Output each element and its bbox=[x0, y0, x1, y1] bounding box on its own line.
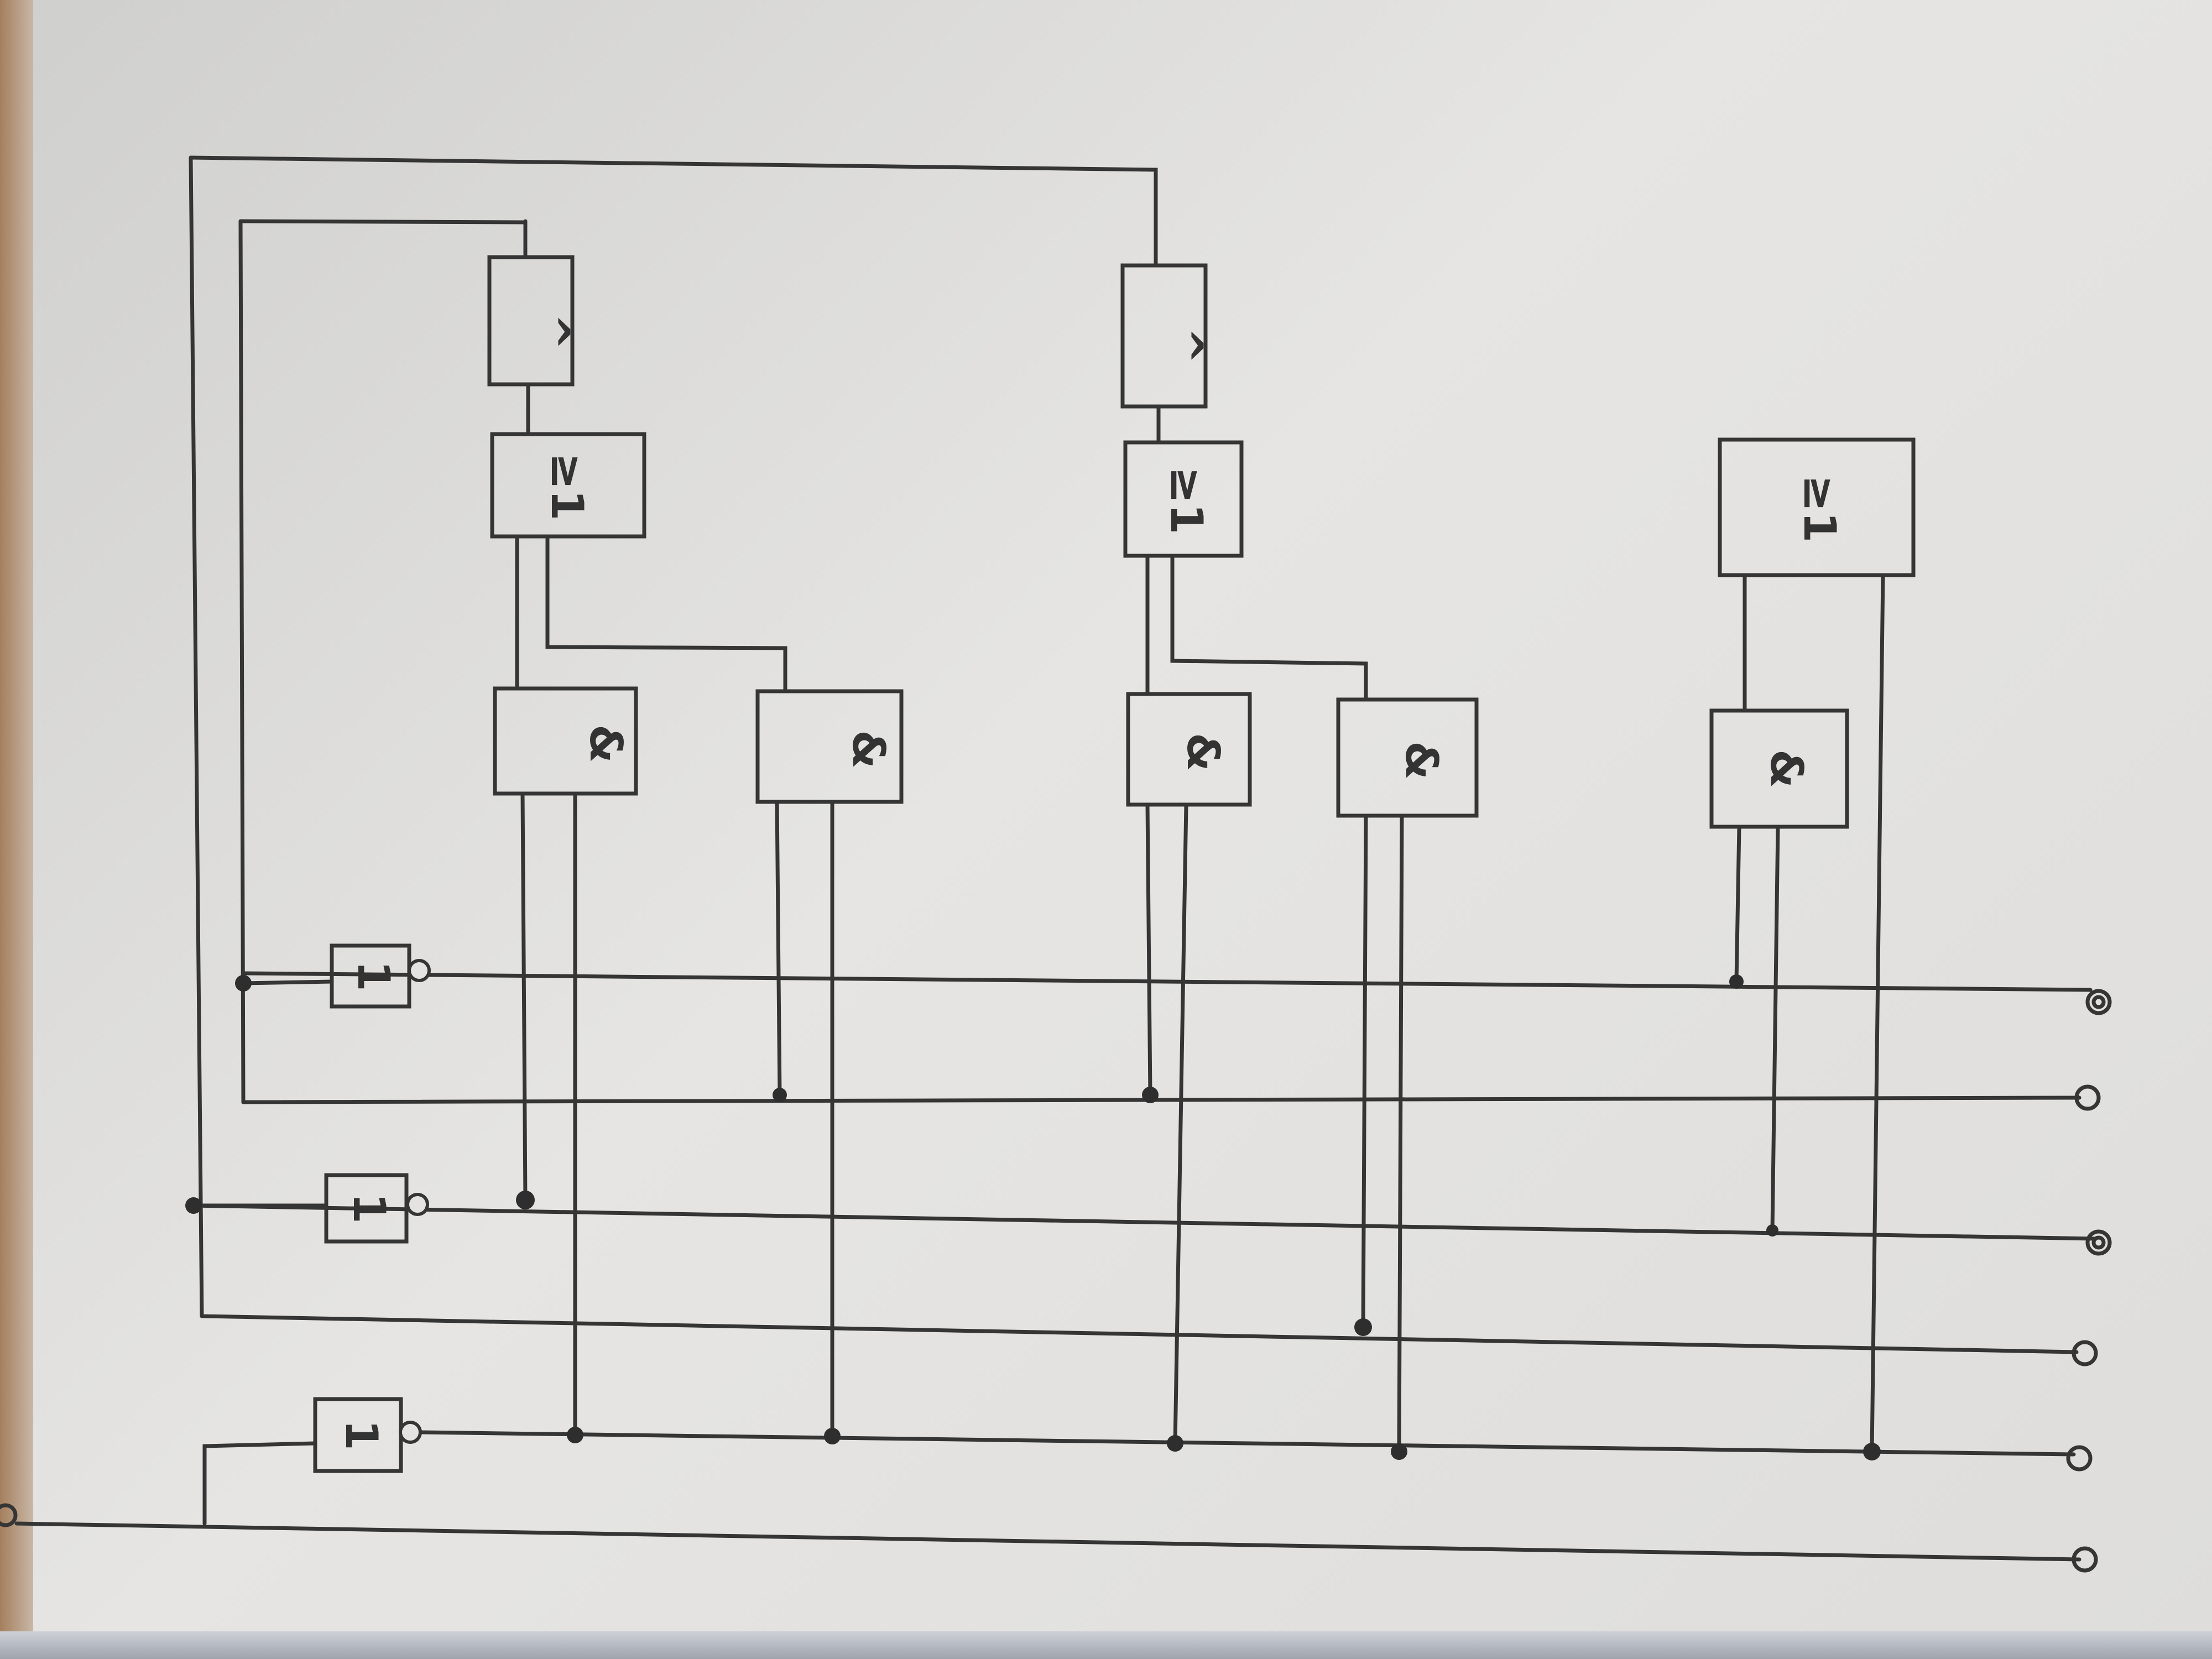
junction-1 bbox=[235, 975, 252, 992]
not-gate-1-bubble bbox=[408, 959, 431, 982]
wire-and3-b bbox=[1173, 802, 1188, 1446]
input-line-1 bbox=[241, 971, 2093, 992]
feedback-inner bbox=[238, 219, 528, 259]
junction-7 bbox=[1766, 1224, 1778, 1237]
terminal-4[interactable] bbox=[2072, 1340, 2098, 1366]
terminal-5[interactable] bbox=[2066, 1445, 2093, 1472]
and-gate-3-label: & bbox=[1177, 733, 1229, 771]
input-1-stub bbox=[241, 979, 334, 985]
and-gate-2[interactable] bbox=[755, 689, 904, 804]
junction-5 bbox=[1142, 1087, 1159, 1103]
and-gate-4-label: & bbox=[1396, 741, 1447, 780]
terminal-left[interactable] bbox=[0, 1503, 18, 1527]
and-gate-2-label: & bbox=[843, 730, 894, 769]
input-line-6 bbox=[14, 1521, 2081, 1562]
junction-13 bbox=[1863, 1443, 1881, 1460]
wire-or3-right bbox=[1870, 573, 1885, 1454]
junction-9 bbox=[567, 1427, 583, 1443]
wire-and3-a bbox=[1145, 802, 1152, 1097]
and-gate-3[interactable] bbox=[1126, 692, 1252, 807]
not-gate-2-bubble bbox=[406, 1193, 429, 1216]
wire-and2-a bbox=[775, 800, 782, 1097]
junction-4 bbox=[773, 1088, 787, 1102]
and-gate-1[interactable] bbox=[493, 686, 638, 796]
feedback-inner-left bbox=[238, 219, 246, 1104]
flipflop-2-label: ^ bbox=[1161, 327, 1212, 364]
feedback-outer bbox=[189, 155, 1158, 268]
wire-or1-and2 bbox=[545, 534, 787, 693]
or-gate-3-label: ≥1 bbox=[1794, 475, 1845, 543]
wire-or2-and4 bbox=[1170, 554, 1368, 702]
terminal-3[interactable] bbox=[2085, 1229, 2112, 1256]
bottom-edge bbox=[0, 1631, 2212, 1659]
wire-and5-a bbox=[1734, 825, 1741, 984]
wire-and4-a bbox=[1361, 813, 1368, 1329]
and-gate-4[interactable] bbox=[1336, 697, 1479, 818]
or-gate-1-label: ≥1 bbox=[541, 453, 593, 521]
junction-11 bbox=[1167, 1435, 1183, 1452]
input-line-2 bbox=[241, 1095, 2081, 1104]
input-5-stub bbox=[202, 1441, 317, 1526]
junction-6 bbox=[1729, 974, 1744, 989]
table-edge bbox=[0, 0, 33, 1659]
and-gate-5-label: & bbox=[1761, 749, 1812, 788]
flipflop-1-label: ^ bbox=[528, 313, 579, 350]
or-gate-1[interactable] bbox=[490, 432, 646, 539]
junction-12 bbox=[1391, 1443, 1407, 1460]
junction-10 bbox=[824, 1428, 841, 1444]
terminal-1[interactable] bbox=[2085, 989, 2112, 1015]
input-line-5 bbox=[418, 1430, 2076, 1457]
not-gate-2-label: 1 bbox=[343, 1193, 395, 1224]
junction-3 bbox=[516, 1191, 535, 1209]
wire-and1-a bbox=[520, 791, 528, 1202]
terminal-1-inner bbox=[2091, 995, 2106, 1009]
not-gate-2[interactable] bbox=[324, 1173, 409, 1244]
input-line-4 bbox=[200, 1314, 2079, 1354]
not-gate-3-bubble bbox=[399, 1421, 422, 1444]
wire-and4-b bbox=[1397, 813, 1404, 1454]
or-gate-2[interactable] bbox=[1123, 440, 1244, 558]
junction-2 bbox=[185, 1197, 202, 1214]
terminal-6[interactable] bbox=[2072, 1546, 2098, 1573]
input-line-3 bbox=[189, 1203, 2098, 1241]
not-gate-1-label: 1 bbox=[348, 961, 399, 992]
or-gate-3[interactable] bbox=[1718, 437, 1916, 577]
or-gate-2-label: ≥1 bbox=[1161, 467, 1212, 535]
wire-and5-b bbox=[1770, 825, 1780, 1233]
terminal-3-inner bbox=[2091, 1235, 2106, 1250]
feedback-outer-left bbox=[189, 155, 204, 1318]
flipflop-1[interactable] bbox=[487, 255, 575, 387]
flipflop-2[interactable] bbox=[1120, 263, 1208, 409]
terminal-2[interactable] bbox=[2074, 1084, 2101, 1111]
and-gate-1-label: & bbox=[580, 724, 632, 763]
junction-8 bbox=[1354, 1318, 1372, 1336]
not-gate-3-label: 1 bbox=[336, 1420, 387, 1451]
